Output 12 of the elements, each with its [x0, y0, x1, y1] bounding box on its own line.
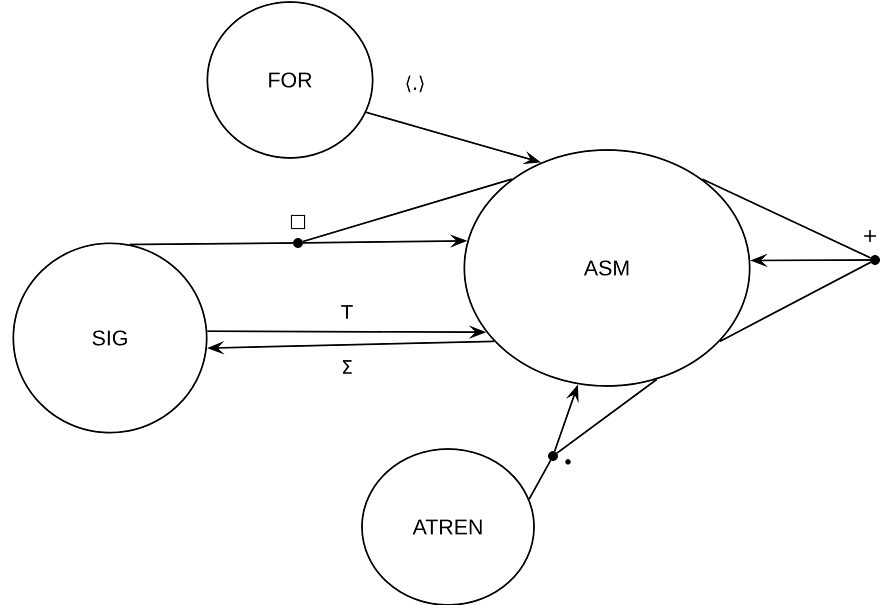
ellipse-node: SIG [12, 242, 208, 434]
edge-label: Σ [340, 358, 354, 376]
junction-dot [870, 254, 880, 265]
junction-dot [293, 238, 303, 248]
ellipse-node: FOR [206, 1, 374, 159]
edge-label: T [340, 304, 354, 320]
operator-symbol: □ [290, 214, 306, 230]
edge-label: ⟨.⟩ [403, 74, 427, 94]
ellipse-node: ASM [463, 149, 751, 387]
operator-symbol: + [864, 230, 876, 242]
junction-dot [548, 450, 558, 461]
operator-symbol: • [565, 459, 571, 465]
